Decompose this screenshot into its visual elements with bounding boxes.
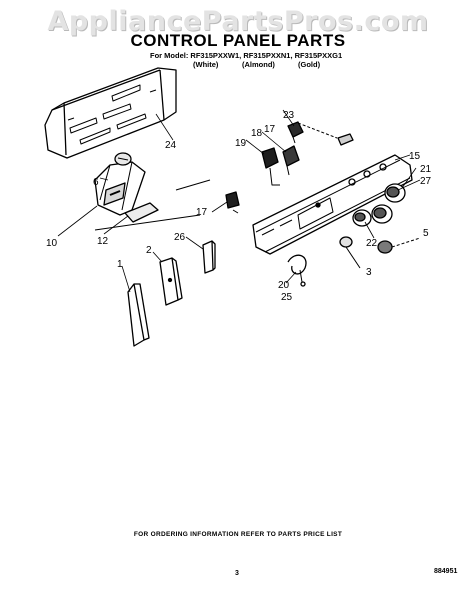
part-5-knob-skirt: [377, 237, 421, 254]
label-26: 26: [174, 232, 186, 243]
label-22: 22: [366, 238, 378, 249]
document-number: 884951: [434, 568, 458, 575]
label-20: 20: [278, 280, 290, 291]
label-24: 24: [165, 140, 177, 151]
page-title: CONTROL PANEL PARTS: [130, 31, 346, 50]
leader-lines: [57, 109, 421, 293]
label-5: 5: [423, 228, 429, 239]
part-17-switch-left: [225, 191, 240, 214]
watermark: AppliancePartsPros.com: [47, 6, 429, 37]
part-12-clock-lens: [124, 202, 159, 223]
part-6-clock-knob: [114, 152, 132, 166]
part-19-infinite-switch: [261, 147, 280, 186]
label-15: 15: [409, 151, 421, 162]
part-17-switch-top: [287, 121, 304, 144]
model-list: For Model: RF315PXXW1, RF315PXXN1, RF315…: [150, 51, 343, 60]
part-22-knob: [352, 204, 393, 227]
label-19: 19: [235, 138, 247, 149]
part-2-side-bracket: [159, 257, 183, 306]
finish-white: (White): [193, 60, 219, 69]
label-3: 3: [366, 267, 372, 278]
finish-gold: (Gold): [298, 60, 321, 69]
part-21-27-knob: [384, 183, 406, 203]
part-3-cap: [339, 236, 361, 269]
part-23-indicator-light: [297, 122, 354, 146]
label-10: 10: [46, 238, 58, 249]
part-number-labels: 24 6 10 12 23 17 18 19 17 15 21 27 5 3 2…: [46, 110, 432, 303]
label-17-top: 17: [264, 124, 276, 135]
ordering-note: FOR ORDERING INFORMATION REFER TO PARTS …: [133, 531, 343, 538]
part-1-end-panel: [127, 283, 150, 347]
label-25: 25: [281, 292, 293, 303]
label-6: 6: [93, 177, 99, 188]
label-12: 12: [97, 236, 109, 247]
label-21: 21: [420, 164, 432, 175]
finish-almond: (Almond): [242, 60, 275, 69]
part-18-switch: [282, 145, 300, 176]
label-27: 27: [420, 176, 432, 187]
label-23: 23: [283, 110, 295, 121]
part-26-bracket: [202, 240, 216, 274]
part-10-clock-assembly: [94, 161, 146, 216]
part-15-control-panel: [252, 154, 413, 255]
label-18: 18: [251, 128, 263, 139]
part-20-25-spring-clip: [287, 254, 307, 287]
label-17-left: 17: [196, 207, 208, 218]
label-2: 2: [146, 245, 152, 256]
page-number: 3: [235, 570, 239, 577]
part-24-back-panel: [44, 67, 177, 159]
label-1: 1: [117, 259, 123, 270]
